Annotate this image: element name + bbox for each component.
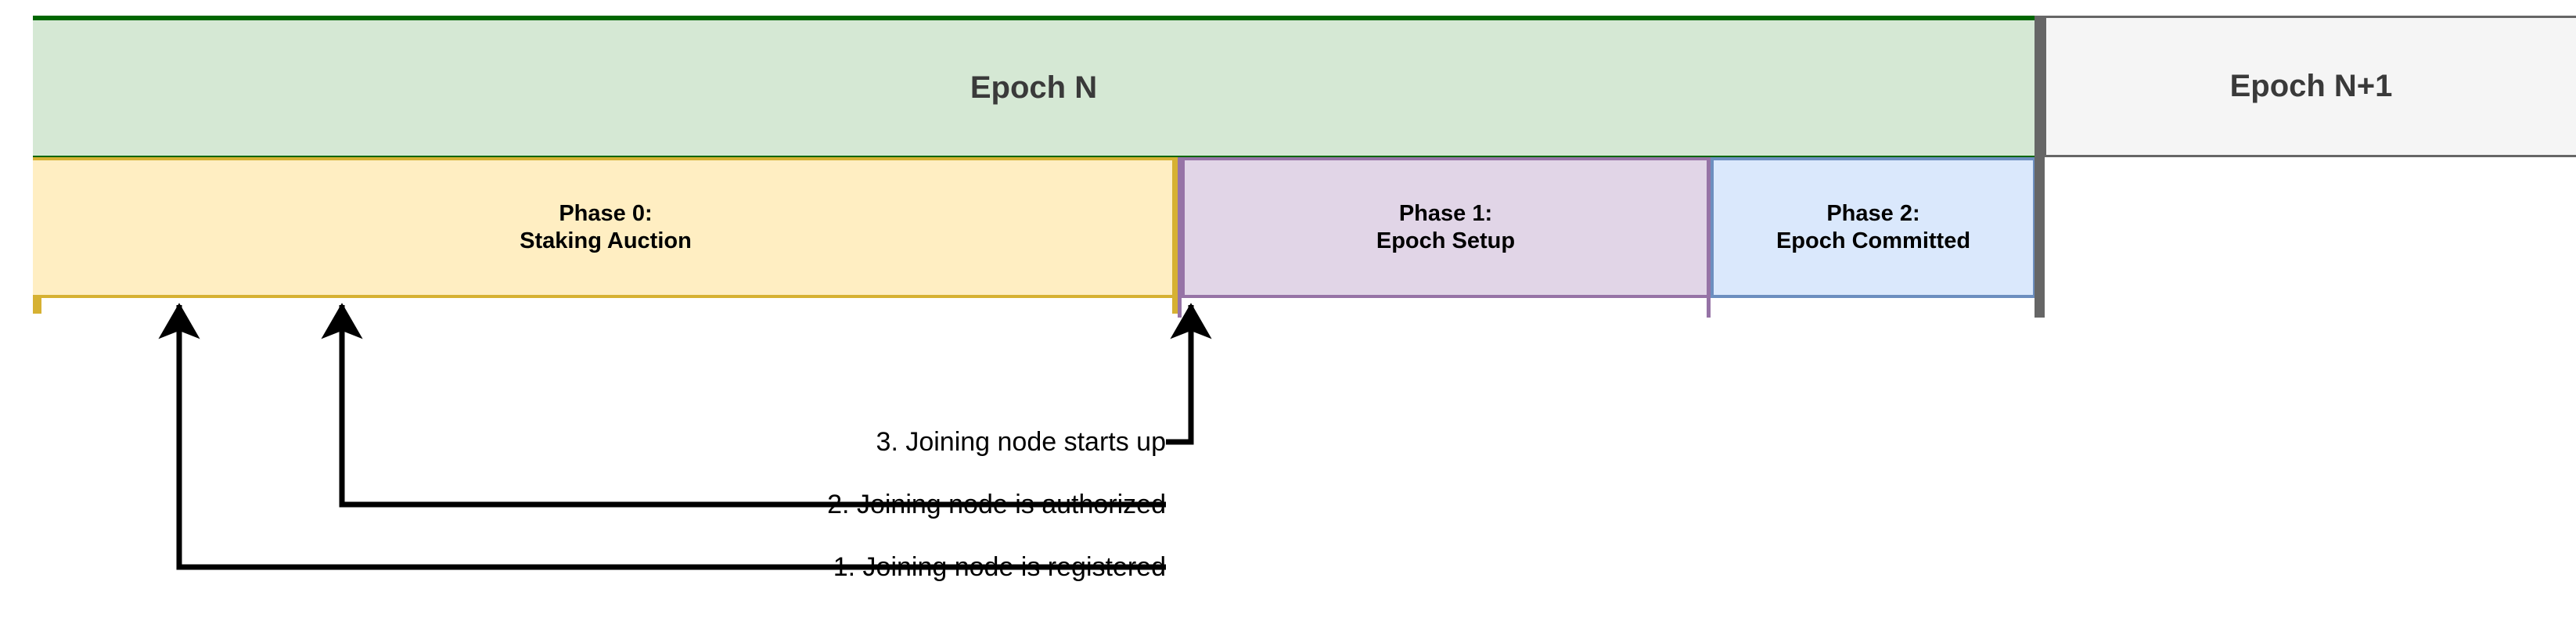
annotation-label-3: 3. Joining node starts up: [876, 427, 1166, 457]
phase-0-subtitle: Staking Auction: [520, 228, 692, 253]
phase-0-box: Phase 0: Staking Auction: [33, 157, 1182, 298]
phase-1-left-edge: [1178, 157, 1182, 318]
phase-1-title: Phase 1:: [1398, 200, 1493, 226]
annotation-label-2: 2. Joining node is authorized: [827, 490, 1166, 519]
connector-annotation-2: [321, 303, 1166, 508]
connector-annotation-3: [1166, 303, 1212, 445]
phase-1-right-edge: [1707, 157, 1711, 318]
epoch-n-box: Epoch N: [33, 16, 2036, 157]
epoch-n-plus-1-box: Epoch N+1: [2044, 16, 2576, 157]
phase-1-box: Phase 1: Epoch Setup: [1182, 157, 1710, 298]
phase-2-title: Phase 2:: [1826, 200, 1920, 226]
annotation-label-1: 1. Joining node is registered: [833, 552, 1166, 582]
epoch-n-label: Epoch N: [970, 70, 1098, 106]
phase-2-box: Phase 2: Epoch Committed: [1711, 157, 2036, 298]
phase-0-title: Phase 0:: [559, 200, 653, 226]
phase-2-subtitle: Epoch Committed: [1775, 228, 1971, 253]
phase-1-subtitle: Epoch Setup: [1376, 228, 1516, 253]
epoch-boundary-divider: [2035, 16, 2045, 318]
epoch-n-plus-1-label: Epoch N+1: [2229, 69, 2393, 104]
